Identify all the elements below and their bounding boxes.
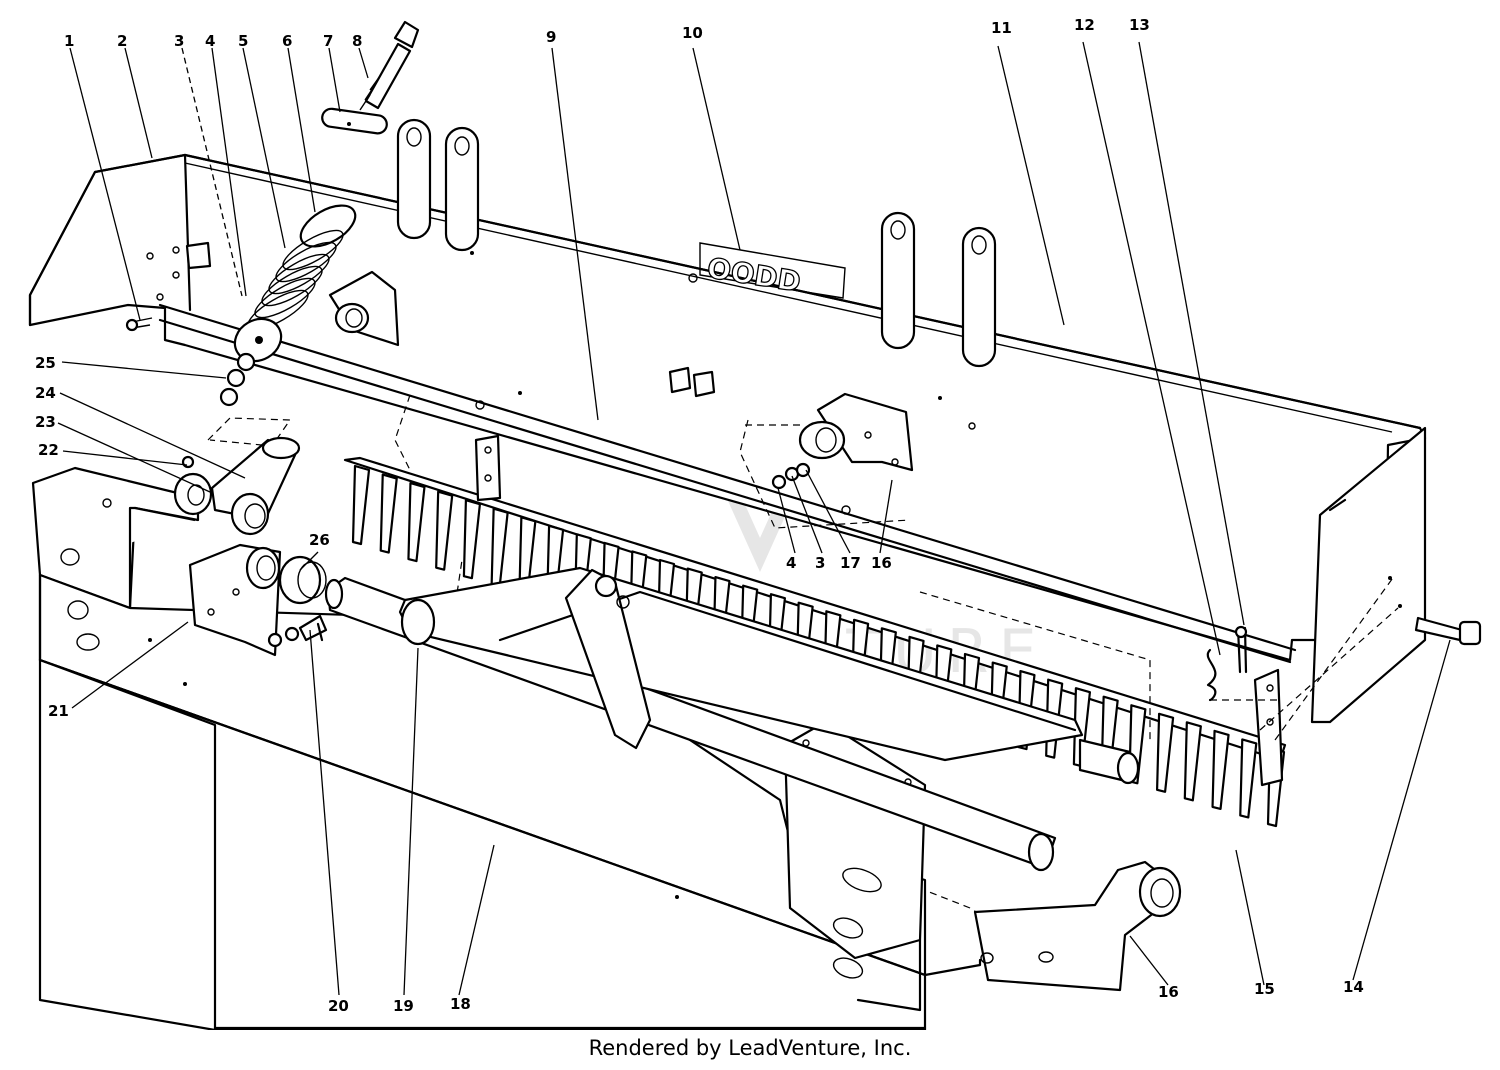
callout-9: 9 — [546, 28, 556, 46]
tine — [407, 481, 426, 563]
tine — [1239, 738, 1258, 819]
exploded-parts-diagram: LEADVENTURE OODD — [28, 16, 1482, 1030]
front-frame — [31, 466, 1182, 1030]
callout-5: 5 — [238, 32, 248, 50]
upper-bearing-bracket — [739, 392, 914, 529]
hairpin-clips — [1206, 625, 1248, 702]
callout-11: 11 — [991, 19, 1012, 37]
callout-15: 15 — [1254, 980, 1275, 998]
callout-10: 10 — [682, 24, 703, 42]
callout-23: 23 — [35, 413, 56, 431]
callout-18: 18 — [450, 995, 471, 1013]
callout-6: 6 — [282, 32, 292, 50]
tine — [462, 499, 482, 580]
callout-3b: 3 — [815, 554, 825, 572]
pivot-bolt — [1414, 616, 1482, 646]
hitch-plates — [396, 118, 997, 368]
callout-16b: 16 — [1158, 983, 1179, 1001]
callout-17: 17 — [840, 554, 861, 572]
leader-lines — [57, 41, 1451, 996]
tine — [490, 507, 509, 588]
render-credit: Rendered by LeadVenture, Inc. — [588, 1036, 912, 1060]
callout-25: 25 — [35, 354, 56, 372]
callout-19: 19 — [393, 997, 414, 1015]
callout-20: 20 — [328, 997, 349, 1015]
rotor-shaft-assembly — [324, 566, 1140, 872]
callout-24: 24 — [35, 384, 56, 402]
tine — [1211, 729, 1230, 811]
left-bearing-assembly — [173, 436, 328, 657]
callouts: 1 2 3 4 5 6 7 8 9 10 11 12 13 25 24 23 2… — [35, 16, 1364, 1015]
callout-22: 22 — [38, 441, 59, 459]
tine — [1155, 712, 1175, 793]
tine — [379, 473, 398, 554]
callout-7: 7 — [323, 32, 333, 50]
spring-assembly — [125, 20, 420, 407]
callout-4: 4 — [205, 32, 215, 50]
callout-16a: 16 — [871, 554, 892, 572]
tine — [1183, 721, 1202, 802]
tine — [351, 464, 371, 546]
callout-1: 1 — [64, 32, 74, 50]
callout-2: 2 — [117, 32, 127, 50]
callout-12: 12 — [1074, 16, 1095, 34]
callout-21: 21 — [48, 702, 69, 720]
clips — [185, 241, 716, 398]
callout-14: 14 — [1343, 978, 1364, 996]
callout-13: 13 — [1129, 16, 1150, 34]
callout-3: 3 — [174, 32, 184, 50]
callout-26: 26 — [309, 531, 330, 549]
callout-8: 8 — [352, 32, 362, 50]
tine — [435, 490, 454, 571]
callout-4b: 4 — [786, 554, 796, 572]
